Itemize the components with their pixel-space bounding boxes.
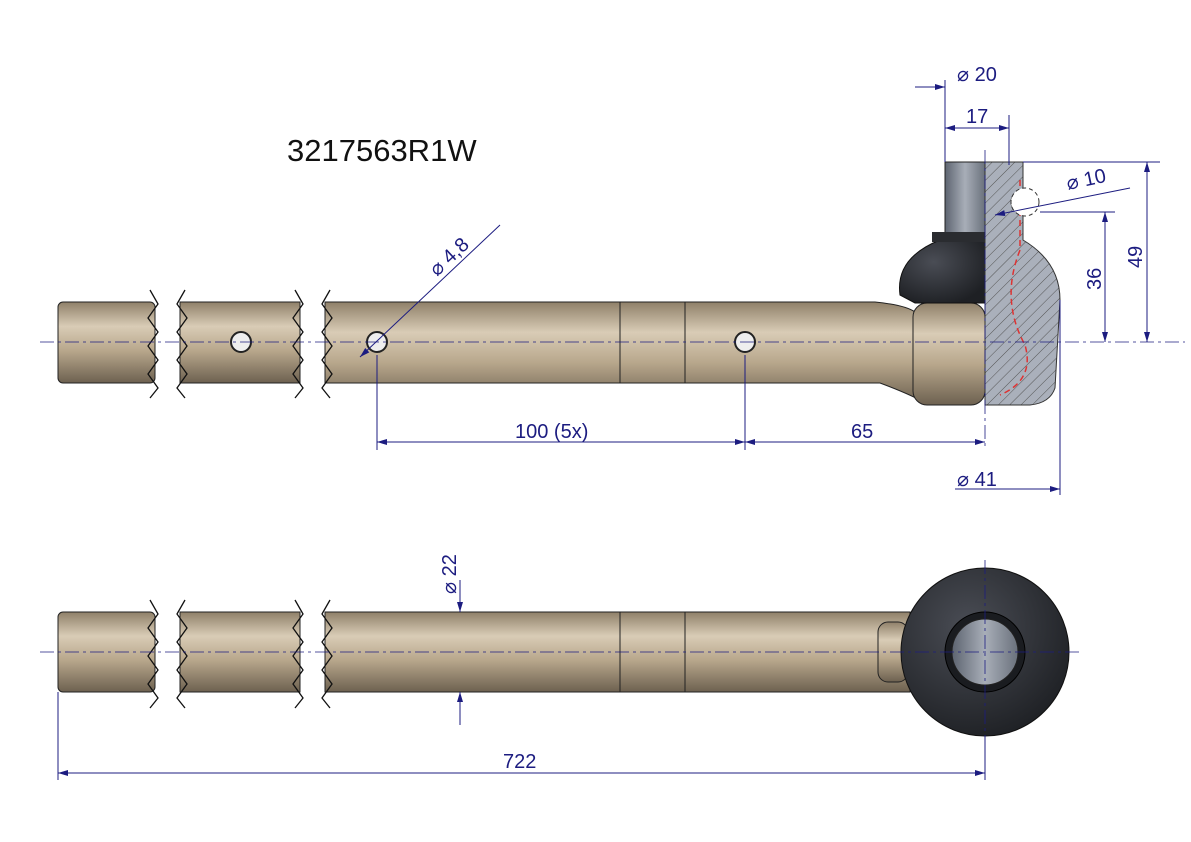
rubber-boot	[899, 239, 986, 304]
dim-rod-diameter: ⌀ 22	[439, 554, 461, 594]
top-view	[57, 161, 1061, 406]
dim-housing-diameter: ⌀ 41	[957, 469, 997, 491]
socket-housing	[912, 302, 986, 406]
dim-hole-pitch: 100 (5x)	[515, 421, 588, 443]
rod-main	[324, 301, 926, 404]
dim-stud-height: 49	[1125, 246, 1147, 268]
dim-stud-diameter: ⌀ 20	[957, 64, 997, 86]
dim-pin-hole-diameter: ⌀ 10	[1064, 165, 1108, 195]
dim-pin-hole-height: 36	[1084, 268, 1106, 290]
dim-overall-length: 722	[503, 751, 536, 773]
dimension-lines-bottom	[57, 580, 986, 780]
dimension-lines	[359, 80, 1160, 495]
rod-segment-1	[57, 301, 156, 384]
dim-last-hole-offset: 65	[851, 421, 873, 443]
dim-stud-length: 17	[966, 106, 988, 128]
part-number-title: 3217563R1W	[287, 133, 477, 168]
ball-stud	[944, 161, 986, 235]
